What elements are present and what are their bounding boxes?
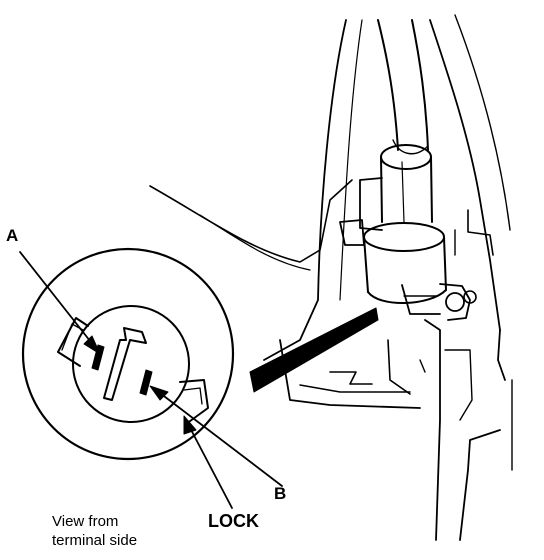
leader-b bbox=[155, 389, 283, 487]
label-b: B bbox=[274, 484, 287, 503]
terminal-view-inset bbox=[21, 247, 235, 461]
callout-leaders bbox=[19, 251, 283, 509]
caption-line-2: terminal side bbox=[52, 532, 138, 549]
label-lock: LOCK bbox=[208, 511, 259, 531]
arrow-lock bbox=[183, 415, 197, 435]
connector-body bbox=[339, 144, 477, 321]
leader-a bbox=[19, 251, 95, 347]
inset-leader bbox=[249, 307, 379, 393]
terminal-b bbox=[139, 369, 153, 396]
arrow-b bbox=[149, 385, 169, 401]
terminal-a bbox=[91, 344, 105, 371]
caption: View from terminal side bbox=[52, 512, 137, 550]
body-panel bbox=[149, 14, 513, 541]
harness-cable bbox=[377, 19, 429, 155]
label-a: A bbox=[6, 226, 19, 245]
caption-line-1: View from bbox=[52, 513, 119, 530]
arrow-a bbox=[83, 335, 101, 355]
leader-lock bbox=[187, 423, 233, 509]
